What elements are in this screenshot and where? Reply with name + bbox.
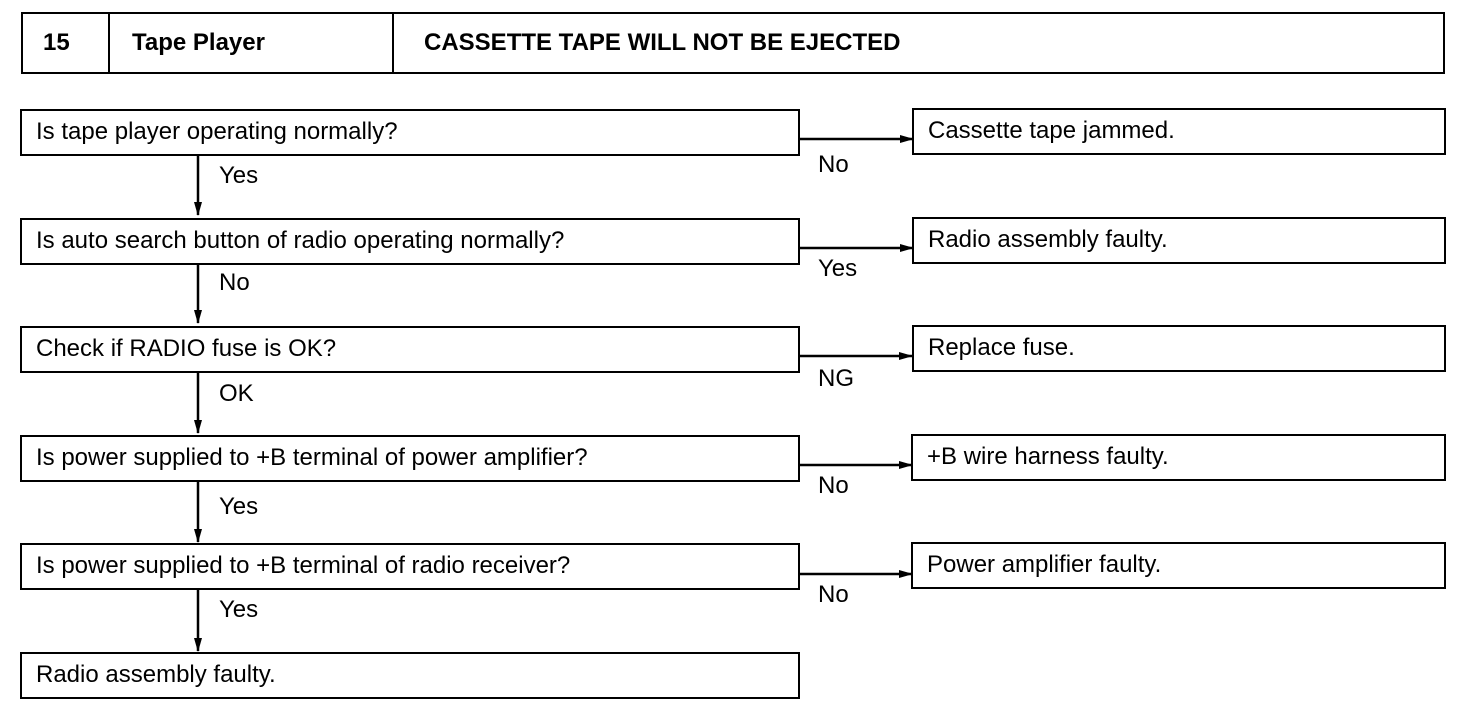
side-label-3: NG (818, 365, 854, 392)
side-label-5: No (818, 581, 849, 608)
down-label-4: Yes (219, 493, 259, 520)
down-label-2: No (219, 269, 250, 296)
result-box-3: Replace fuse. (912, 325, 1446, 372)
header-bar: 15 Tape Player CASSETTE TAPE WILL NOT BE… (21, 12, 1445, 74)
result-box-5: Power amplifier faulty. (911, 542, 1446, 589)
question-box-1: Is tape player operating normally? (20, 109, 800, 156)
down-label-5: Yes (219, 596, 259, 623)
result-box-1: Cassette tape jammed. (912, 108, 1446, 155)
final-result-box: Radio assembly faulty. (20, 652, 800, 699)
down-label-1: Yes (219, 162, 259, 189)
side-label-4: No (818, 472, 849, 499)
question-box-5: Is power supplied to +B terminal of radi… (20, 543, 800, 590)
page-title: CASSETTE TAPE WILL NOT BE EJECTED (424, 29, 901, 56)
side-label-2: Yes (818, 255, 858, 282)
side-label-1: No (818, 151, 849, 178)
section-number: 15 (23, 14, 110, 72)
question-box-2: Is auto search button of radio operating… (20, 218, 800, 265)
question-box-3: Check if RADIO fuse is OK? (20, 326, 800, 373)
result-box-2: Radio assembly faulty. (912, 217, 1446, 264)
question-box-4: Is power supplied to +B terminal of powe… (20, 435, 800, 482)
down-label-3: OK (219, 380, 254, 407)
section-name: Tape Player (110, 14, 394, 72)
result-box-4: +B wire harness faulty. (911, 434, 1446, 481)
